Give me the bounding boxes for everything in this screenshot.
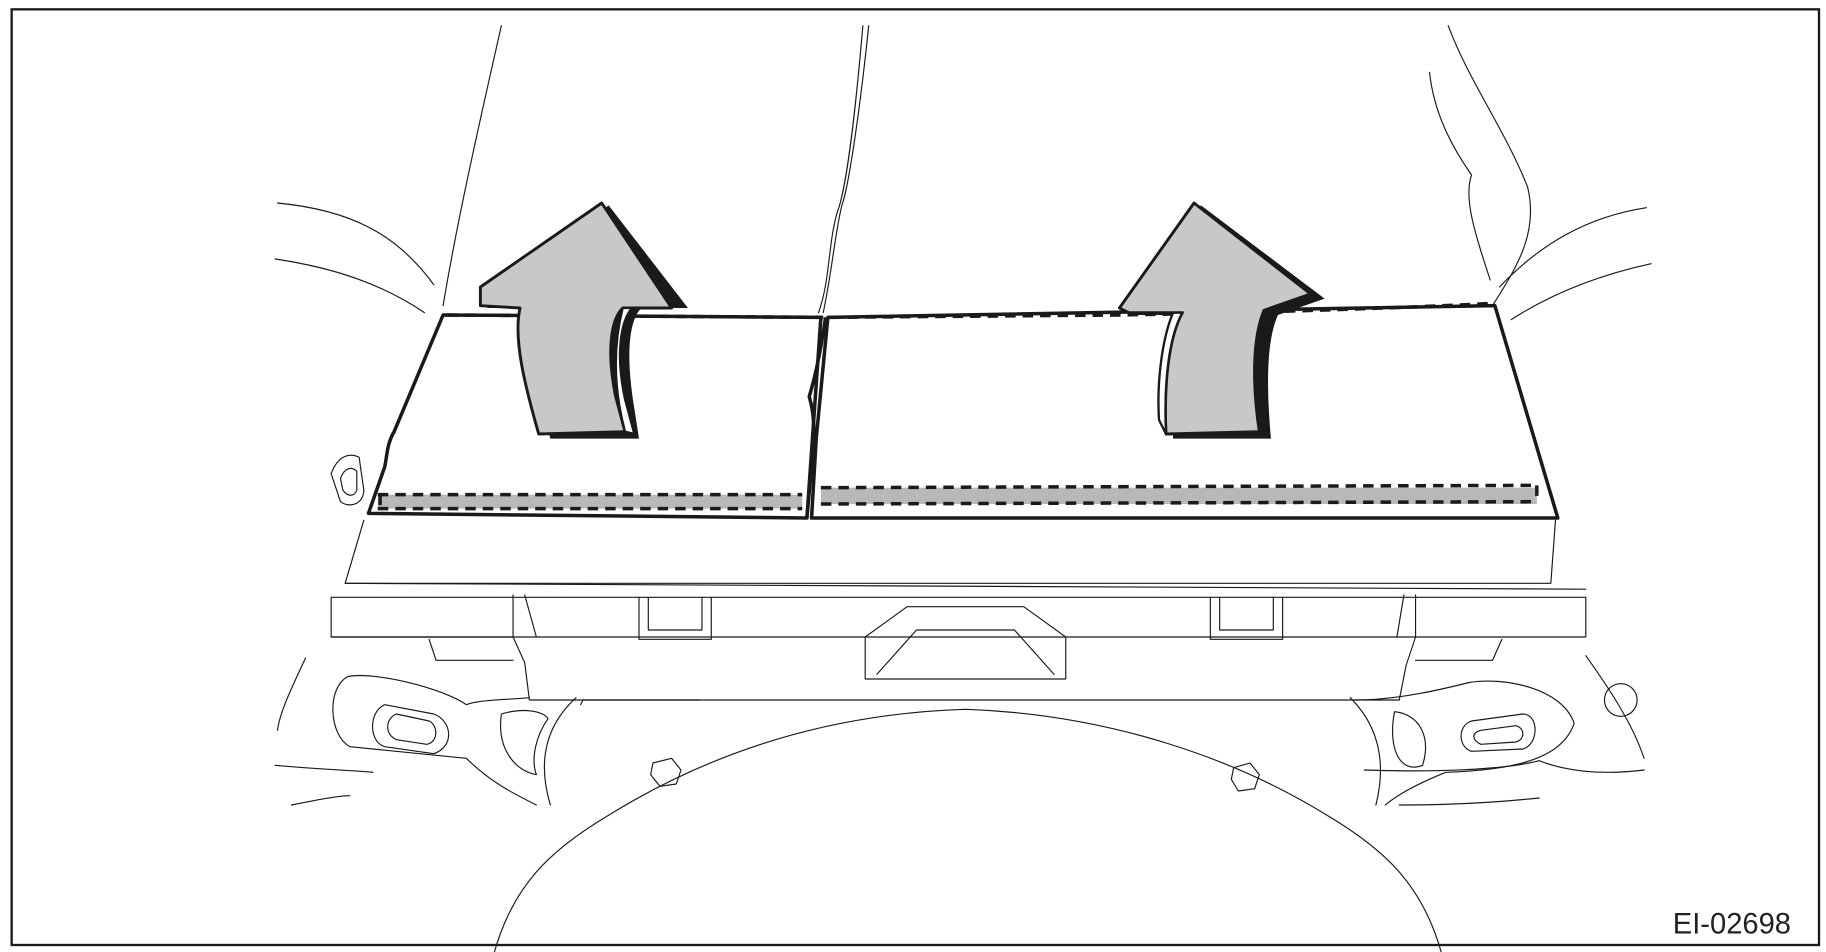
panel-joint (805, 317, 828, 519)
hidden-edge-lines (447, 301, 1495, 320)
left-seal-strip (377, 494, 803, 509)
seal-strips (377, 483, 1539, 511)
figure-code: EI-02698 (1673, 908, 1791, 940)
vehicle-background-lines (274, 25, 1652, 952)
lift-arrow-left-icon (478, 201, 688, 439)
right-seal-strip (820, 487, 1537, 504)
lift-arrow-right-icon (1117, 201, 1325, 439)
